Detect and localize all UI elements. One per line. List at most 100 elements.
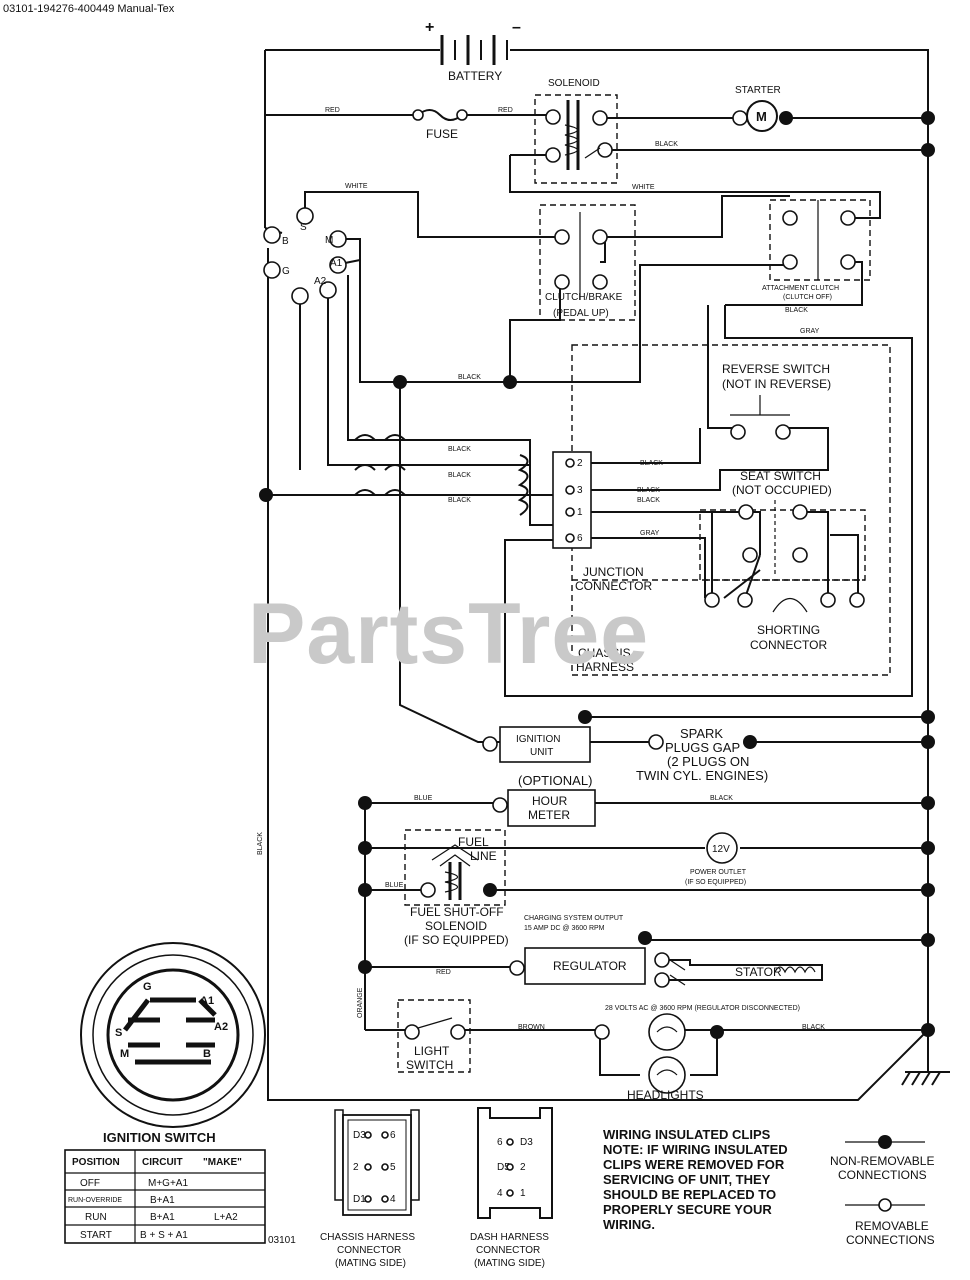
- connection-dots: [259, 111, 935, 1037]
- svg-text:G: G: [282, 266, 290, 277]
- svg-text:CLUTCH/BRAKE: CLUTCH/BRAKE: [545, 292, 623, 303]
- svg-text:CIRCUIT: CIRCUIT: [142, 1157, 183, 1168]
- svg-text:B+A1: B+A1: [150, 1195, 175, 1206]
- svg-text:LINE: LINE: [470, 849, 497, 863]
- svg-text:2: 2: [353, 1162, 359, 1173]
- svg-text:"MAKE": "MAKE": [203, 1157, 242, 1168]
- svg-text:(NOT OCCUPIED): (NOT OCCUPIED): [732, 483, 832, 497]
- solenoid-label: SOLENOID: [548, 78, 600, 89]
- svg-text:SWITCH: SWITCH: [406, 1058, 453, 1072]
- svg-text:CLIPS WERE REMOVED FOR: CLIPS WERE REMOVED FOR: [603, 1157, 785, 1172]
- svg-text:SERVICING OF UNIT, THEY: SERVICING OF UNIT, THEY: [603, 1172, 771, 1187]
- svg-text:SEAT SWITCH: SEAT SWITCH: [740, 469, 821, 483]
- svg-text:G: G: [143, 981, 152, 993]
- svg-text:CHASSIS: CHASSIS: [578, 646, 631, 660]
- svg-text:3: 3: [577, 485, 583, 496]
- svg-text:M: M: [120, 1048, 129, 1060]
- shorting-connector: SHORTING CONNECTOR: [704, 592, 865, 652]
- svg-text:CONNECTIONS: CONNECTIONS: [838, 1168, 927, 1182]
- reverse-switch: REVERSE SWITCH (NOT IN REVERSE): [722, 362, 831, 440]
- svg-text:POSITION: POSITION: [72, 1157, 120, 1168]
- svg-text:METER: METER: [528, 808, 570, 822]
- svg-text:L+A2: L+A2: [214, 1212, 238, 1223]
- svg-text:28 VOLTS AC @ 3600 RPM (REGULA: 28 VOLTS AC @ 3600 RPM (REGULATOR DISCON…: [605, 1005, 800, 1012]
- svg-text:FUEL SHUT-OFF: FUEL SHUT-OFF: [410, 905, 504, 919]
- svg-text:REGULATOR: REGULATOR: [553, 959, 627, 973]
- gray-loop-wire: [504, 305, 913, 697]
- svg-text:NOTE: IF WIRING INSULATED: NOTE: IF WIRING INSULATED: [603, 1142, 788, 1157]
- svg-text:DASH HARNESS: DASH HARNESS: [470, 1232, 549, 1243]
- svg-text:D5: D5: [497, 1162, 510, 1173]
- svg-text:ORANGE: ORANGE: [357, 987, 364, 1018]
- svg-text:CONNECTOR: CONNECTOR: [750, 638, 827, 652]
- svg-text:BLUE: BLUE: [385, 882, 404, 889]
- battery: + – BATTERY: [420, 19, 530, 83]
- svg-text:WIRING INSULATED CLIPS: WIRING INSULATED CLIPS: [603, 1127, 771, 1142]
- svg-text:START: START: [80, 1230, 112, 1241]
- svg-text:M: M: [325, 235, 333, 246]
- svg-text:HOUR: HOUR: [532, 794, 568, 808]
- wire-labels: RED RED BLACK WHITE WHITE BLACK GRAY BLA…: [257, 107, 825, 1031]
- svg-text:CHARGING SYSTEM OUTPUT: CHARGING SYSTEM OUTPUT: [524, 915, 624, 922]
- attachment-clutch-switch: ATTACHMENT CLUTCH (CLUTCH OFF): [762, 200, 856, 301]
- document-header: 03101-194276-400449 Manual-Tex: [3, 3, 175, 15]
- svg-text:REMOVABLE: REMOVABLE: [855, 1219, 929, 1233]
- seat-switch: SEAT SWITCH (NOT OCCUPIED): [732, 469, 832, 575]
- fuel-shutoff-solenoid: FUEL LINE FUEL SHUT-OFF SOLENOID (IF SO …: [404, 835, 509, 947]
- svg-text:POWER OUTLET: POWER OUTLET: [690, 869, 747, 876]
- svg-text:BROWN: BROWN: [518, 1024, 545, 1031]
- svg-text:(PEDAL UP): (PEDAL UP): [553, 308, 609, 319]
- svg-text:BLACK: BLACK: [257, 832, 264, 855]
- chassis-harness-connector: D3 6 2 5 D1 4 CHASSIS HARNESS CONNECTOR …: [320, 1109, 420, 1269]
- svg-text:SOLENOID: SOLENOID: [425, 919, 487, 933]
- svg-text:SPARK: SPARK: [680, 726, 723, 741]
- svg-text:CONNECTOR: CONNECTOR: [476, 1245, 540, 1256]
- ignition-unit: IGNITION UNIT: [482, 726, 591, 763]
- a1-wire: [334, 259, 560, 526]
- svg-text:B: B: [203, 1048, 211, 1060]
- svg-text:2: 2: [520, 1162, 526, 1173]
- battery-minus: –: [512, 19, 521, 36]
- svg-text:(NOT IN REVERSE): (NOT IN REVERSE): [722, 377, 831, 391]
- svg-text:GRAY: GRAY: [800, 328, 820, 335]
- seat-switch-wires: [711, 511, 859, 599]
- svg-text:HEADLIGHTS: HEADLIGHTS: [627, 1088, 704, 1102]
- svg-text:SHORTING: SHORTING: [757, 623, 820, 637]
- legend: NON-REMOVABLE CONNECTIONS REMOVABLE CONN…: [830, 1135, 935, 1247]
- svg-text:SHOULD BE REPLACED TO: SHOULD BE REPLACED TO: [603, 1187, 776, 1202]
- ignition-switch-terminals: S B M G A1 A2: [263, 207, 347, 305]
- svg-text:RED: RED: [325, 107, 340, 114]
- svg-text:A1: A1: [200, 995, 214, 1007]
- diagram-code: 03101: [268, 1235, 296, 1246]
- svg-text:IGNITION: IGNITION: [516, 734, 560, 745]
- starter-m: M: [756, 109, 767, 124]
- svg-text:B + S + A1: B + S + A1: [140, 1230, 188, 1241]
- starter: STARTER M: [732, 85, 793, 132]
- svg-text:GRAY: GRAY: [640, 530, 660, 537]
- clutch-brake-switch: CLUTCH/BRAKE (PEDAL UP): [545, 212, 623, 319]
- svg-text:BLACK: BLACK: [655, 141, 678, 148]
- junction-connector: 2 3 1 6 JUNCTION CONNECTOR CHASSIS HARNE…: [552, 451, 652, 674]
- wiring-notes: WIRING INSULATED CLIPS NOTE: IF WIRING I…: [603, 1127, 788, 1232]
- starter-label: STARTER: [735, 85, 781, 96]
- svg-text:HARNESS: HARNESS: [576, 660, 634, 674]
- black-clutch-wire: [400, 275, 561, 383]
- solenoid: SOLENOID: [545, 78, 613, 170]
- svg-text:(OPTIONAL): (OPTIONAL): [518, 773, 592, 788]
- svg-text:LIGHT: LIGHT: [414, 1044, 450, 1058]
- a2-wire: [299, 290, 530, 470]
- svg-text:BLACK: BLACK: [448, 497, 471, 504]
- svg-text:12V: 12V: [712, 844, 730, 855]
- svg-text:BLACK: BLACK: [640, 460, 663, 467]
- svg-text:D1: D1: [353, 1194, 366, 1205]
- headlights: HEADLIGHTS: [594, 1013, 724, 1102]
- svg-text:(CLUTCH OFF): (CLUTCH OFF): [783, 294, 832, 301]
- svg-text:A2: A2: [214, 1021, 228, 1033]
- svg-text:S: S: [115, 1027, 122, 1039]
- svg-text:2: 2: [577, 458, 583, 469]
- m-terminal-wire: [335, 238, 400, 383]
- svg-text:6: 6: [497, 1137, 503, 1148]
- ignition-switch-face: G A1 A2 S M B: [80, 942, 266, 1128]
- stator-wire: [662, 959, 823, 981]
- svg-text:REVERSE SWITCH: REVERSE SWITCH: [722, 362, 830, 376]
